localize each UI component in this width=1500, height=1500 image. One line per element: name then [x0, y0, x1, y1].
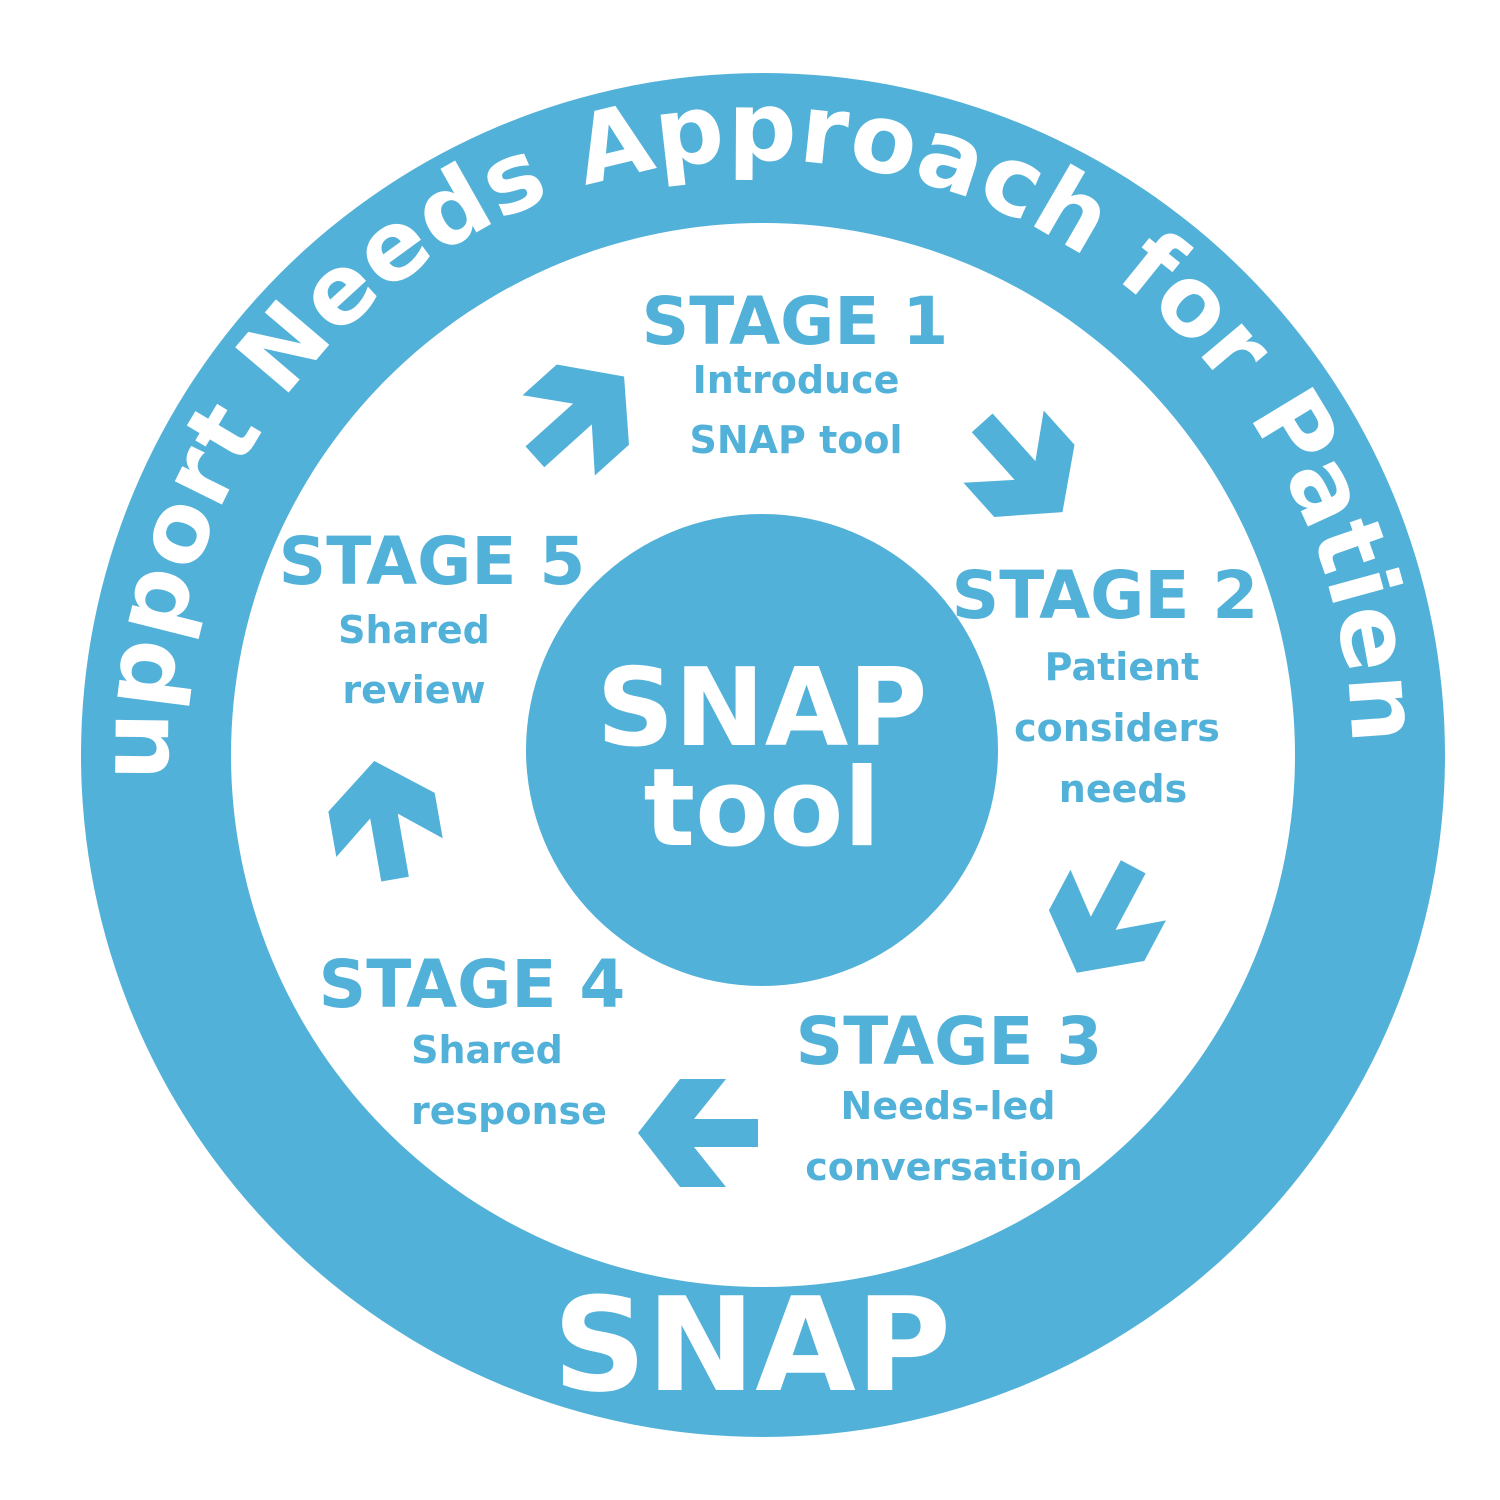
center-label-line1: SNAP: [597, 646, 928, 771]
stage-3-desc-line2: conversation: [805, 1145, 1083, 1189]
stage-4-title: STAGE 4: [319, 946, 626, 1023]
stage-2: STAGE 2 Patient considers needs: [952, 557, 1259, 811]
stage-4-desc-line2: response: [411, 1089, 607, 1133]
stage-1-desc-line2: SNAP tool: [689, 418, 902, 462]
stage-1-title: STAGE 1: [642, 283, 949, 360]
stage-2-desc-line1: Patient: [1045, 645, 1200, 689]
stage-5-desc-line2: review: [342, 668, 485, 712]
stage-2-desc-line2: considers: [1014, 706, 1220, 750]
stage-3: STAGE 3 Needs-led conversation: [796, 1003, 1103, 1189]
arrow-stage4-to-stage5-icon: [328, 760, 443, 882]
stage-3-title: STAGE 3: [796, 1003, 1103, 1080]
stage-5-desc-line1: Shared: [338, 608, 490, 652]
center-label-line2: tool: [643, 746, 880, 871]
stage-1: STAGE 1 Introduce SNAP tool: [642, 283, 949, 462]
stage-5: STAGE 5 Shared review: [279, 523, 586, 712]
stage-2-title: STAGE 2: [952, 557, 1259, 634]
stage-3-desc-line1: Needs-led: [841, 1084, 1056, 1128]
stage-2-desc-line3: needs: [1059, 767, 1187, 811]
stage-1-desc-line1: Introduce: [693, 358, 900, 402]
center-circle: [526, 514, 998, 986]
stage-5-title: STAGE 5: [279, 523, 586, 600]
arrow-stage3-to-stage4-icon: [638, 1079, 758, 1187]
stage-4: STAGE 4 Shared response: [319, 946, 626, 1133]
arrow-stage2-to-stage3-icon: [1048, 860, 1166, 973]
arrow-stage1-to-stage2-icon: [963, 410, 1075, 517]
arrow-stage5-to-stage1-icon: [522, 364, 629, 476]
stage-4-desc-line1: Shared: [411, 1028, 563, 1072]
ring-bottom-label: SNAP: [553, 1269, 951, 1421]
